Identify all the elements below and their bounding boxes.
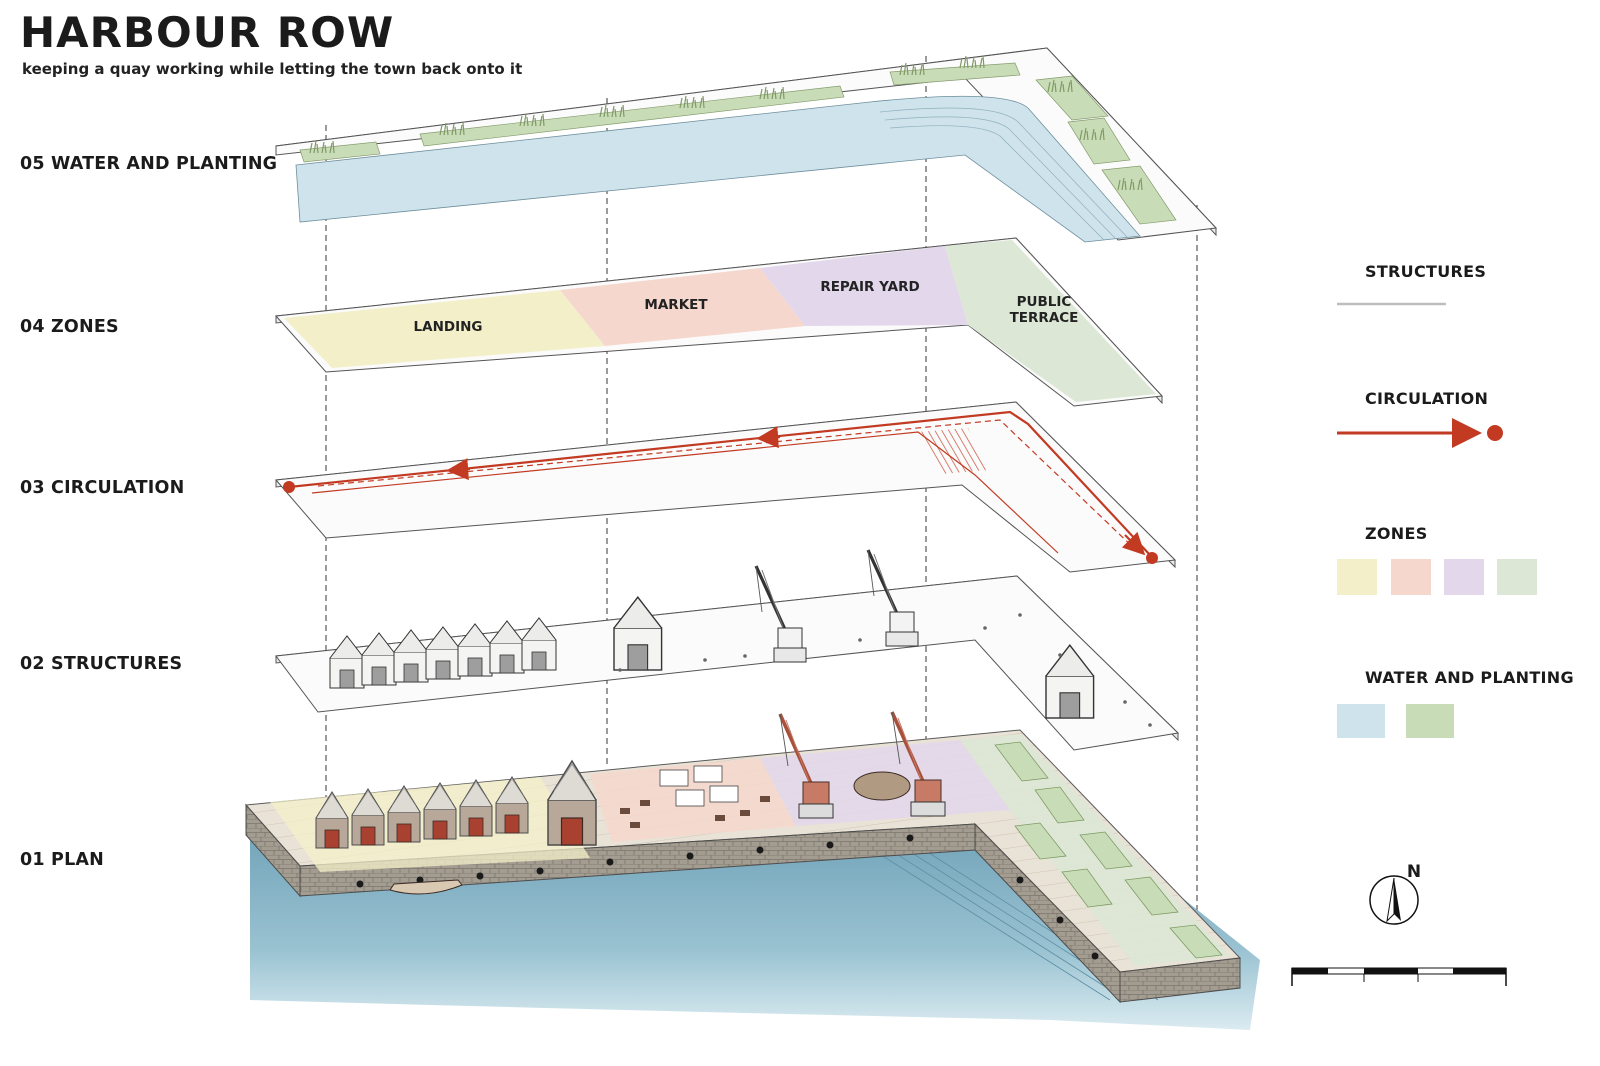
bollards [356, 834, 1099, 960]
north-label: N [1406, 862, 1422, 882]
planting-bed [299, 141, 381, 163]
route-endpoint [283, 481, 295, 493]
zone-public-terrace [945, 240, 1156, 402]
legend-swatch-repair-yard [1444, 559, 1484, 595]
layer-label-water-planting: 05 WATER AND PLANTING [20, 154, 278, 174]
layer-04-zones [274, 237, 1164, 407]
zone-label-landing: LANDING [413, 318, 483, 335]
layer-label-circulation: 03 CIRCULATION [20, 478, 185, 498]
legend-swatch-planting [1406, 704, 1454, 738]
dashed-circulation-route [317, 419, 1139, 553]
zone-landing [284, 290, 605, 368]
layer-02-structures [275, 548, 1180, 751]
legend-swatch-public-terrace [1497, 559, 1537, 595]
planting-bed [419, 85, 845, 147]
zone-repair-yard [760, 246, 968, 326]
circulation-crossing [918, 428, 988, 474]
water-basin [295, 95, 1141, 243]
legend-title-circulation: CIRCULATION [1365, 389, 1489, 408]
planting-bed [889, 62, 1021, 86]
market-tables [620, 796, 770, 828]
legend-swatch-landing [1337, 559, 1377, 595]
legend-title-structures: STRUCTURES [1365, 262, 1487, 281]
legend-circulation-endpoint [1487, 425, 1503, 441]
layer-01-plan [244, 710, 1260, 1030]
layer-03-circulation [274, 401, 1177, 573]
route-endpoint [1146, 552, 1158, 564]
small-building [613, 596, 663, 671]
secondary-circulation-route [311, 431, 1059, 554]
scale-bar [1291, 967, 1507, 986]
market-stalls [659, 765, 739, 807]
zone-label-repair-yard: REPAIR YARD [820, 278, 920, 295]
legend-swatch-water [1337, 704, 1385, 738]
layer-label-plan: 01 PLAN [20, 850, 105, 870]
quay-wall [1119, 957, 1241, 1003]
main-circulation-route [288, 410, 1151, 556]
planting-bed [1035, 75, 1109, 121]
moored-boat [389, 879, 463, 895]
terrace-planters [994, 741, 1223, 959]
legend-title-zones: ZONES [1365, 524, 1428, 543]
layer-label-structures: 02 STRUCTURES [20, 654, 183, 674]
page-title: HARBOUR ROW [20, 8, 395, 57]
zone-label-market: MARKET [644, 296, 708, 313]
page-subtitle: keeping a quay working while letting the… [22, 60, 523, 78]
layer-label-zones: 04 ZONES [20, 317, 119, 337]
planting-bed [1067, 117, 1131, 165]
guide-lines [325, 56, 1198, 960]
layer-05-water-planting [275, 47, 1218, 243]
boat-on-slipway [853, 771, 911, 801]
legend-swatch-market [1391, 559, 1431, 595]
legend-title-water-planting: WATER AND PLANTING [1365, 668, 1574, 687]
north-arrow [1369, 875, 1419, 925]
zone-market [560, 268, 805, 346]
zone-label-public-terrace: PUBLIC TERRACE [1009, 293, 1079, 326]
legend-graphics [1337, 302, 1503, 448]
